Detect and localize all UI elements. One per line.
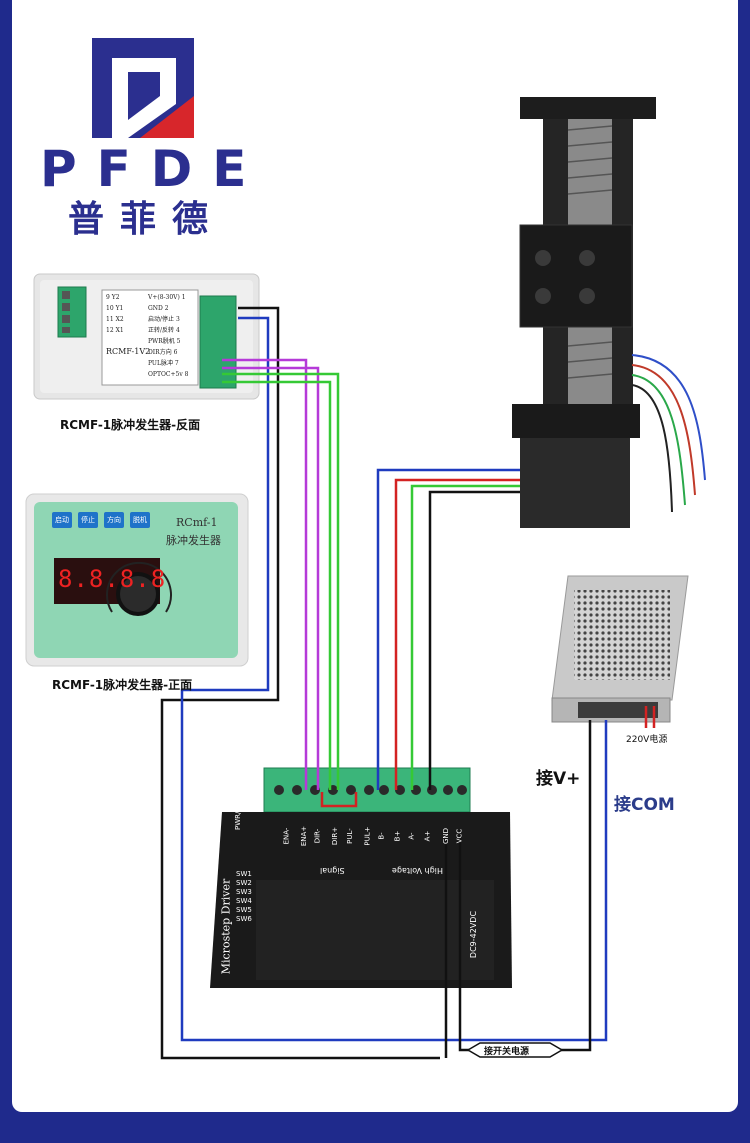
brand-name-cn: 普菲德 xyxy=(68,199,225,240)
terminal-dir-minus: DIR- xyxy=(313,828,322,844)
speed-knob[interactable] xyxy=(116,572,160,616)
wire-green-2 xyxy=(222,380,332,790)
direction-button[interactable]: 方向 xyxy=(104,512,124,528)
label-switch-power: 接开关电源 xyxy=(484,1047,530,1057)
switch-power-arrow xyxy=(466,1042,564,1058)
right-pin-1: V+(8-30V) 1 xyxy=(148,294,186,301)
driver-hv-label: High Voltage xyxy=(392,866,443,875)
switch-sw5: SW5 xyxy=(236,906,252,914)
wire-motor-red xyxy=(394,478,520,790)
terminal-a-minus: A- xyxy=(407,832,416,840)
power-supply-unit xyxy=(551,575,689,723)
driver-name: Microstep Driver xyxy=(219,878,233,975)
wire-magenta-1 xyxy=(222,358,308,790)
right-pin-2: GND 2 xyxy=(148,305,169,312)
driver-voltage: DC9-42VDC xyxy=(469,910,479,959)
label-connect-vplus: 接V+ xyxy=(536,769,581,789)
right-pin-7: PUL脉冲 7 xyxy=(148,360,179,367)
terminal-dir-plus: DIR+ xyxy=(331,826,340,846)
brand-logo-mark xyxy=(92,38,194,138)
controller-back-unit xyxy=(33,273,260,400)
controller-back-caption: RCMF-1脉冲发生器-反面 xyxy=(60,418,201,432)
terminal-ena-plus: ENA+ xyxy=(300,825,309,847)
controller-front-title-cn: 脉冲发生器 xyxy=(166,534,221,547)
wire-motor-black xyxy=(428,490,520,790)
wire-motor-green xyxy=(410,484,520,790)
right-pin-5: PWR脱机 5 xyxy=(148,338,181,345)
terminal-gnd: GND xyxy=(442,827,451,845)
controller-front-caption: RCMF-1脉冲发生器-正面 xyxy=(52,678,193,692)
terminal-vcc: VCC xyxy=(455,828,464,844)
power-input-label: 220V电源 xyxy=(626,735,668,745)
driver-signal-label: Signal xyxy=(320,866,345,875)
stepper-driver-unit xyxy=(210,767,512,988)
controller-front-title: RCmf-1 xyxy=(176,516,218,529)
switch-sw4: SW4 xyxy=(236,897,252,905)
led-display: 8.8.8.8 xyxy=(58,565,167,593)
right-pin-8: OPTOC+5v 8 xyxy=(148,371,189,378)
driver-switch-list: SW1 SW2 SW3 SW4 SW5 SW6 xyxy=(236,870,252,924)
controller-front-unit xyxy=(25,493,249,667)
controller-front-buttons: 启动 停止 方向 脱机 xyxy=(52,512,162,528)
switch-sw3: SW3 xyxy=(236,888,252,896)
stop-button[interactable]: 停止 xyxy=(78,512,98,528)
terminal-b-minus: B- xyxy=(377,832,386,840)
driver-pwr-label: PWR/ALARM xyxy=(234,787,242,830)
wire-black-controller-gnd xyxy=(160,306,440,1060)
right-pin-3: 启动/停止 3 xyxy=(148,316,180,323)
wire-magenta-2 xyxy=(222,366,320,790)
linear-stage xyxy=(512,97,706,528)
brand-name: PFDE xyxy=(40,140,267,198)
terminal-b-plus: B+ xyxy=(393,830,402,842)
wire-blue-controller-vplus xyxy=(180,316,608,1042)
wire-red-jumper xyxy=(320,792,358,808)
right-pin-4: 正转/反转 4 xyxy=(148,327,180,334)
left-pin-9: 9 Y2 xyxy=(106,294,120,301)
controller-back-model: RCMF-1V2 xyxy=(106,347,151,356)
terminal-pul-plus: PUL+ xyxy=(363,826,372,846)
terminal-ena-minus: ENA- xyxy=(282,827,291,845)
wire-motor-blue xyxy=(376,468,520,790)
start-button[interactable]: 启动 xyxy=(52,512,72,528)
switch-sw6: SW6 xyxy=(236,915,252,923)
driver-terminal-labels: ENA- ENA+ DIR- DIR+ PUL- PUL+ B- B+ A- A… xyxy=(270,822,470,862)
left-pin-11: 11 X2 xyxy=(106,316,124,323)
switch-sw1: SW1 xyxy=(236,870,252,878)
wire-green-1 xyxy=(222,372,340,790)
right-pin-6: DIR方向 6 xyxy=(148,349,178,356)
offline-button[interactable]: 脱机 xyxy=(130,512,150,528)
terminal-pul-minus: PUL- xyxy=(345,828,354,844)
switch-sw2: SW2 xyxy=(236,879,252,887)
left-pin-12: 12 X1 xyxy=(106,327,124,334)
terminal-a-plus: A+ xyxy=(423,830,432,842)
left-pin-10: 10 Y1 xyxy=(106,305,124,312)
label-connect-com: 接COM xyxy=(614,795,675,815)
